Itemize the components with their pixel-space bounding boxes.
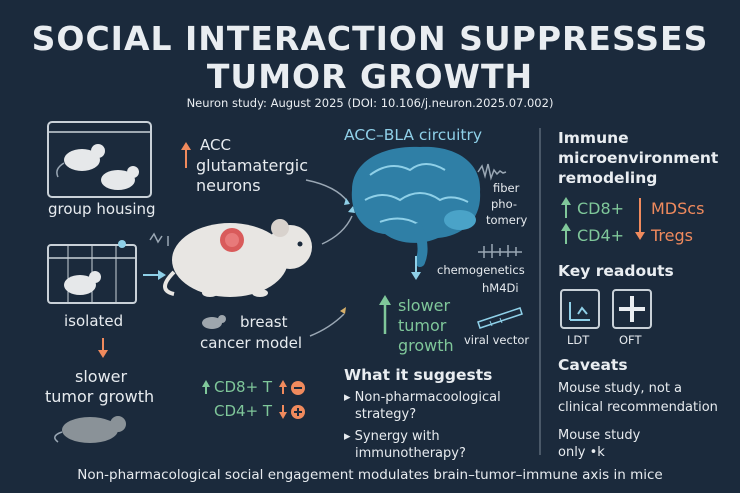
suggests-item-2-line-1: ▸ Synergy with [344,429,440,444]
isolated-to-mouse-arrow-icon [143,270,166,280]
ldt-box-icon [560,289,600,329]
slower-growth-line-1: slower [75,367,128,386]
tumor-mouse-icon [163,219,312,297]
readouts-title: Key readouts [558,262,674,280]
suggests-item-2-text: Synergy with [354,429,440,444]
tcell-markers [202,380,305,419]
cd8-t-label: CD8+ T [214,378,273,396]
squiggle-icon [149,232,169,246]
isolated-down-arrow-icon [98,338,108,358]
fiber-photometry-wave-icon [477,163,507,181]
model-line-1: breast [240,313,288,331]
slower-growth-line-2: tumor growth [45,387,155,406]
brain-down-arrow-icon [411,256,421,280]
immune-title-line-3: remodeling [558,169,658,187]
acc-line-2: glutamatergic [196,156,309,175]
ldt-label: LDT [567,333,590,347]
brain-icon [351,146,481,267]
footer-caption: Non-pharmacological social engagement mo… [77,467,663,483]
suggests-item-1-line-2: strategy? [355,407,417,422]
caveats-line-1: Mouse study, not a [558,381,683,396]
title-line-2: TUMOR GROWTH [206,57,534,96]
immune-cd4: CD4+ [577,226,625,245]
suggests-item-2-line-2: immunotherapy? [355,446,466,461]
small-mouse-icon [202,315,226,329]
group-housing-label: group housing [48,200,156,218]
model-line-2: cancer model [200,334,303,352]
suggests-item-1-text: Non-pharmacoological [354,390,501,405]
acc-to-brain-arrow [305,179,349,203]
grey-rat-icon [54,416,126,443]
circuit-slower-line-2: tumor [398,316,447,335]
fiber-line-2: pho- [491,197,517,211]
oft-box-icon [612,289,652,329]
acc-line-3: neurons [196,176,261,195]
immune-title-line-1: Immune [558,129,629,147]
suggests-title: What it suggests [344,366,493,384]
mouse-to-brain-arrow [321,215,353,245]
title-line-1: SOCIAL INTERACTION SUPPRESSES [31,19,709,58]
chemo-line-2: hM4Di [482,281,519,295]
subtitle: Neuron study: August 2025 (DOI: 10.106/j… [186,96,554,110]
fiber-line-1: fiber [493,181,520,195]
circuit-slower-line-1: slower [398,296,451,315]
immune-tregs: Tregs [651,226,693,245]
isolated-label: isolated [64,312,124,330]
circuit-title: ACC–BLA circuitry [344,126,483,144]
isolated-cage-icon [47,240,137,304]
suggests-item-1-line-1: ▸ Non-pharmacoological [344,390,501,405]
viral-vector-label: viral vector [464,333,530,347]
viral-vector-syringe-icon [477,307,523,329]
immune-arrows [561,197,645,244]
caveats-line-3: Mouse study [558,428,641,443]
immune-cd8: CD8+ [577,199,625,218]
caveats-title: Caveats [558,356,628,374]
group-housing-cage-icon [47,121,152,198]
chemo-line-1: chemogenetics [437,263,525,277]
fiber-line-3: tomery [486,213,528,227]
slower-growth-up-arrow-icon [379,295,391,334]
oft-label: OFT [619,333,642,347]
immune-mdscs: MDScs [651,199,705,218]
acc-increase-arrow-icon [181,142,191,168]
caveats-line-4: only •k [558,445,605,460]
cd4-t-label: CD4+ T [214,402,273,420]
acc-line-1: ACC [200,136,231,154]
chemogenetics-spikes-icon [478,244,522,258]
circuit-slower-line-3: growth [398,336,454,355]
caveats-line-2: clinical recommendation [558,400,718,415]
model-to-circuit-arrow [309,313,345,337]
immune-title-line-2: microenvironment [558,149,719,167]
